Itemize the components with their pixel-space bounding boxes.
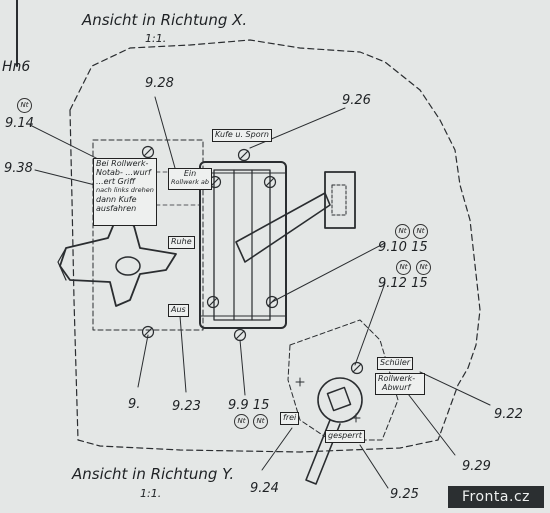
aus-plate: Aus xyxy=(168,304,189,317)
watermark: Fronta.cz xyxy=(448,486,544,508)
ruhe-plate: Ruhe xyxy=(168,236,195,249)
panel-outline xyxy=(69,39,481,453)
kufe-sporn-plate: Kufe u. Sporn xyxy=(212,129,272,142)
callout-9-23: 9.23 xyxy=(172,399,201,414)
callout-9-10-15: 9.10 15 xyxy=(378,240,428,255)
ein-label: Ein xyxy=(183,169,197,178)
lever-handle xyxy=(324,171,356,229)
nt-mark: Nt xyxy=(413,224,428,239)
sheet-id: Hn6 xyxy=(2,59,31,75)
callout-9-29: 9.29 xyxy=(462,459,491,474)
nt-mark: Nt xyxy=(396,260,411,275)
callout-9-9-15: 9.9 15 xyxy=(228,398,270,413)
selector-dial xyxy=(317,377,363,423)
gesperrt-plate: gesperrt xyxy=(325,430,365,443)
note-line: ausfahren xyxy=(96,204,137,213)
note-line: Notab- ...wurf xyxy=(96,168,151,177)
callout-9-24: 9.24 xyxy=(250,481,279,496)
nt-mark: Nt xyxy=(234,414,249,429)
ein-rollwerk-plate: Ein Rollwerk ab xyxy=(168,168,212,190)
abwurf-label: Abwurf xyxy=(382,383,411,392)
view-y-title: Ansicht in Richtung Y. xyxy=(72,465,235,483)
callout-9-38: 9.38 xyxy=(4,161,33,176)
note-line: ...ert Griff xyxy=(96,177,136,186)
view-x-scale: 1:1. xyxy=(145,32,167,45)
callout-9-12-15: 9.12 15 xyxy=(378,276,428,291)
view-y-scale: 1:1. xyxy=(140,487,162,500)
nt-mark: Nt xyxy=(416,260,431,275)
callout-9-28: 9.28 xyxy=(145,76,174,91)
note-line: dann Kufe xyxy=(96,195,137,204)
rollwerk-notabwurf-note: Bei Rollwerk- Notab- ...wurf ...ert Grif… xyxy=(93,158,157,226)
nt-mark: Nt xyxy=(395,224,410,239)
selector-plate xyxy=(287,319,399,441)
callout-9-14: 9.14 xyxy=(5,116,34,131)
frei-plate: frei xyxy=(280,412,300,425)
leader-lines xyxy=(29,96,491,489)
lever-arm xyxy=(235,192,331,263)
schueler-plate: Schüler xyxy=(377,357,414,370)
nt-mark: Nt xyxy=(253,414,268,429)
screws xyxy=(121,145,364,375)
note-line: Bei Rollwerk- xyxy=(96,159,149,168)
callout-9-26: 9.26 xyxy=(342,93,371,108)
rollwerk-label: Rollwerk- xyxy=(378,374,416,383)
callout-9-25: 9.25 xyxy=(390,487,419,502)
selector-lever xyxy=(305,419,341,485)
callout-9-22: 9.22 xyxy=(494,407,523,422)
rollwerk-abwurf-plate: Rollwerk- Abwurf xyxy=(375,373,425,395)
note-line: nach links drehen xyxy=(96,186,154,194)
view-x-title: Ansicht in Richtung X. xyxy=(82,11,248,29)
nt-mark: Nt xyxy=(17,98,32,113)
control-block-outline xyxy=(92,139,204,331)
guide-plate xyxy=(199,161,287,329)
rollwerk-ab-label: Rollwerk ab xyxy=(171,178,210,186)
callout-9: 9. xyxy=(128,397,141,412)
